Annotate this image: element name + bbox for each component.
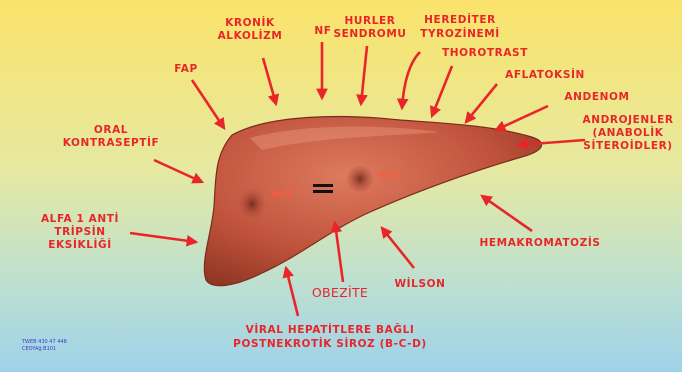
tumor-spot-left: [239, 189, 265, 219]
label-nf: NF: [314, 25, 331, 37]
footer-line-2: CEOYAğ.B101: [22, 345, 56, 352]
label-androjenler-2: (ANABOLİK: [593, 125, 664, 139]
label-alfa-2: TRİPSİN: [54, 224, 105, 238]
label-androjenler-3: SİTEROİDLER): [583, 138, 672, 152]
label-wilson: WİLSON: [394, 276, 445, 290]
label-hurler-1: HURLER: [345, 15, 396, 27]
label-oral-1: ORAL: [94, 124, 128, 136]
label-andenom: ANDENOM: [564, 91, 629, 103]
label-thorotrast: THOROTRAST: [442, 47, 528, 59]
tumor-spot-right: [347, 166, 373, 192]
equals-sign-top: [313, 184, 333, 187]
label-hurler-2: SENDROMU: [333, 28, 406, 40]
label-aflatoksin: AFLATOKSİN: [505, 67, 585, 81]
label-fap: FAP: [174, 63, 198, 75]
label-herediter-2: TYROZİNEMİ: [420, 26, 500, 40]
label-androjenler-1: ANDROJENLER: [582, 114, 673, 126]
label-alfa-3: EKSİKLİĞİ: [48, 237, 111, 251]
label-viral-2: POSTNEKROTİK SİROZ (B-C-D): [233, 336, 427, 350]
label-hemakromatozis: HEMAKROMATOZİS: [479, 235, 600, 249]
equals-sign-bottom: [313, 190, 333, 193]
label-viral-1: VİRAL HEPATİTLERE BAĞLI: [246, 322, 415, 336]
label-alfa-1: ALFA 1 ANTİ: [41, 211, 119, 225]
footer-line-1: TWEB 430 47 448: [21, 339, 67, 345]
label-herediter-1: HEREDİTER: [424, 12, 496, 26]
hcc-label-right: HCC: [378, 171, 400, 181]
label-obezite: OBEZİTE: [312, 285, 368, 300]
hcc-label-left: HCC: [272, 190, 294, 200]
label-oral-2: KONTRASEPTİF: [63, 135, 160, 149]
label-kronik-1: KRONİK: [225, 15, 275, 29]
label-kronik-2: ALKOLİZM: [218, 28, 283, 42]
